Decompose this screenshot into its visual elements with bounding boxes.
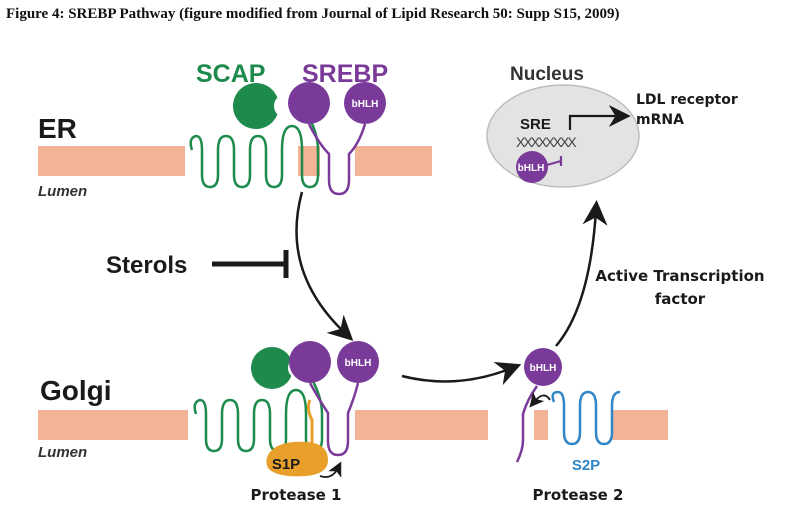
bhlh-label-nucleus: bHLH bbox=[518, 163, 545, 174]
s2p-protease: S2P bbox=[529, 390, 621, 474]
er-lumen-label: Lumen bbox=[38, 183, 87, 200]
active-tf-label-line2: factor bbox=[655, 290, 706, 308]
to-nucleus-arrow bbox=[555, 200, 608, 347]
ldl-receptor-label-line2: mRNA bbox=[636, 112, 684, 128]
dna-strand: XXXXXXXX bbox=[516, 134, 577, 150]
bhlh-label-er: bHLH bbox=[352, 99, 379, 110]
protease2-label: Protease 2 bbox=[533, 486, 624, 504]
srebp-protein-er: bHLH bbox=[288, 82, 386, 196]
sterols-label: Sterols bbox=[106, 252, 187, 279]
bhlh-label-golgi: bHLH bbox=[345, 358, 372, 369]
s1p-cleavage-arrow bbox=[319, 461, 342, 478]
er-membrane-left bbox=[38, 146, 185, 176]
nucleus: Nucleus SRE XXXXXXXX bHLH bbox=[486, 64, 640, 188]
active-tf-label-line1: Active Transcription bbox=[595, 267, 764, 285]
transcription-arrow bbox=[568, 105, 631, 130]
sre-label: SRE bbox=[520, 116, 551, 133]
srebp-cleaved: bHLH bbox=[515, 348, 562, 463]
golgi-region: Golgi Lumen S1P bHLH Protease 1 bbox=[38, 341, 668, 504]
golgi-membrane-left bbox=[38, 410, 188, 440]
er-label: ER bbox=[38, 113, 77, 144]
golgi-membrane-right bbox=[612, 410, 668, 440]
figure-caption: Figure 4: SREBP Pathway (figure modified… bbox=[6, 6, 620, 22]
srebp-protein-golgi: bHLH bbox=[289, 341, 379, 457]
er-to-golgi-arrow bbox=[295, 191, 354, 341]
bhlh-nuclear bbox=[516, 151, 548, 183]
s1p-label: S1P bbox=[272, 456, 300, 473]
s1p-protease: S1P bbox=[266, 399, 342, 478]
er-membrane-right bbox=[355, 146, 432, 176]
golgi-membrane-gap bbox=[534, 410, 548, 440]
golgi-lumen-label: Lumen bbox=[38, 444, 87, 461]
s1p-to-s2p-arrow bbox=[401, 361, 522, 386]
er-membrane-middle bbox=[298, 146, 320, 176]
golgi-label: Golgi bbox=[40, 375, 112, 406]
bhlh-label-cleaved: bHLH bbox=[530, 363, 557, 374]
s2p-cleavage-arrow bbox=[529, 391, 551, 408]
ldl-receptor-label-line1: LDL receptor bbox=[636, 92, 738, 108]
nucleus-label: Nucleus bbox=[510, 64, 584, 85]
protease1-label: Protease 1 bbox=[251, 486, 342, 504]
er-region: ER Lumen SCAP SREBP bHLH bbox=[38, 60, 432, 200]
s2p-label: S2P bbox=[572, 457, 600, 474]
golgi-membrane-middle bbox=[355, 410, 488, 440]
